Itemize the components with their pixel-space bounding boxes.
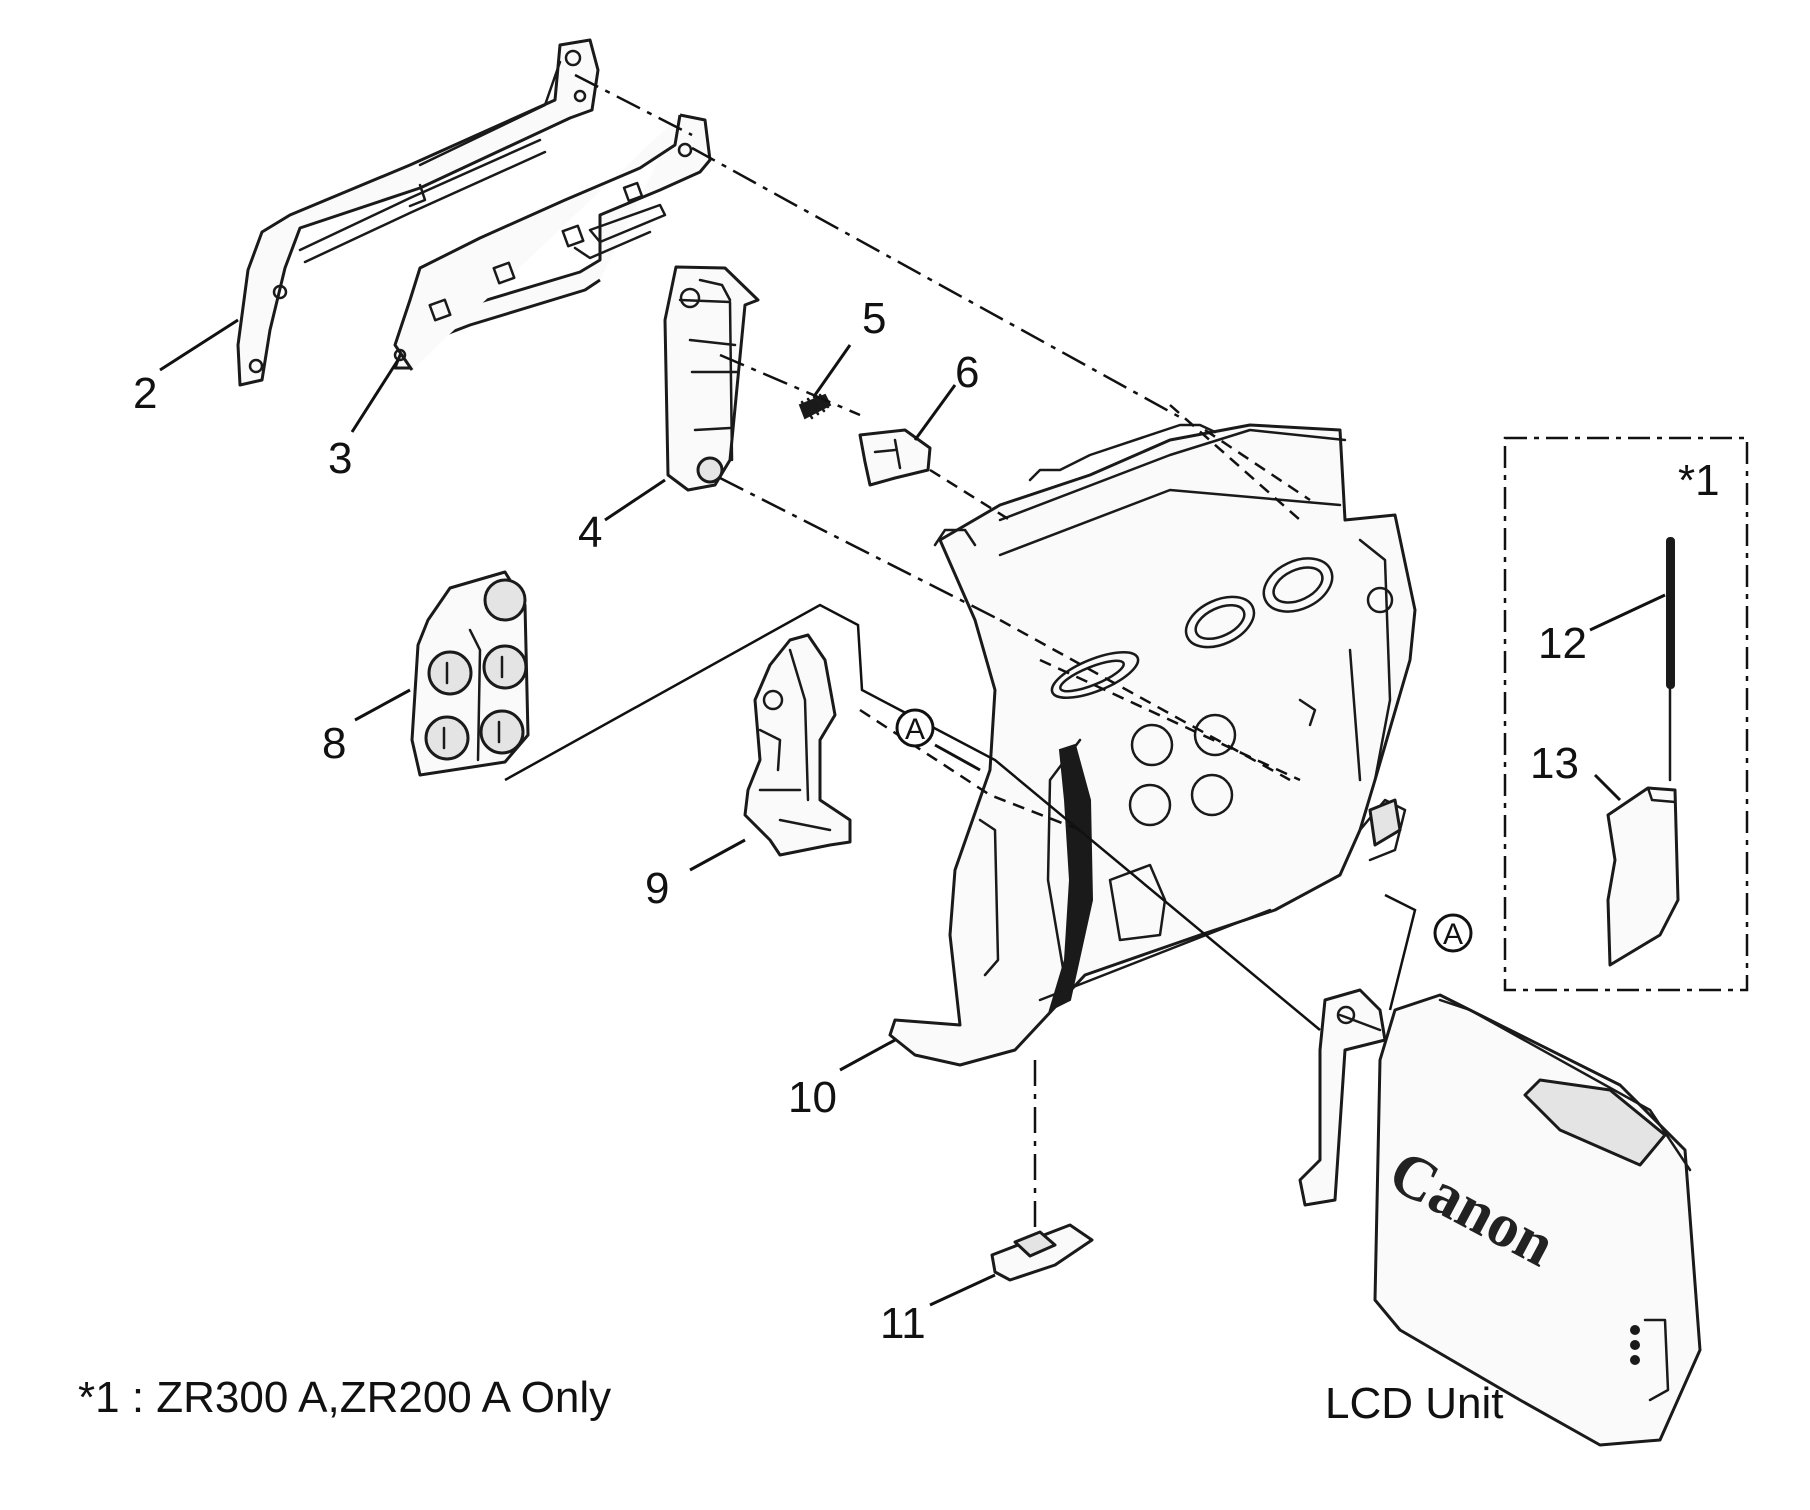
lcd-unit-label: LCD Unit xyxy=(1325,1379,1504,1428)
part-5-spring xyxy=(798,393,832,420)
part-9-frame xyxy=(743,633,852,857)
part-number-3: 3 xyxy=(328,434,352,483)
callout-a-right: A xyxy=(1433,913,1473,953)
part-number-12: 12 xyxy=(1538,619,1587,668)
callout-a-right-letter: A xyxy=(1443,918,1463,951)
callout-a-left: A xyxy=(895,708,935,748)
part-number-8: 8 xyxy=(322,719,346,768)
lcd-unit: Canon xyxy=(1298,988,1702,1447)
part-number-9: 9 xyxy=(645,864,669,913)
part-number-5: 5 xyxy=(862,294,886,343)
part-number-2: 2 xyxy=(133,369,157,418)
part-12-stylus xyxy=(1666,537,1675,782)
footnote: *1 : ZR300 A,ZR200 A Only xyxy=(78,1373,611,1422)
part-11-slide-knob xyxy=(990,1223,1094,1282)
part-8-button-cluster xyxy=(410,570,530,777)
part-number-10: 10 xyxy=(788,1073,837,1122)
option-box-marker: *1 xyxy=(1678,456,1720,505)
part-number-6: 6 xyxy=(955,348,979,397)
part-10-main-body xyxy=(888,423,1417,1067)
part-number-4: 4 xyxy=(578,508,602,557)
part-number-13: 13 xyxy=(1530,739,1579,788)
part-13-holder-sheet xyxy=(1606,786,1680,967)
part-6-latch xyxy=(858,428,932,487)
part-4-holder xyxy=(663,265,760,492)
option-box-frame xyxy=(1503,436,1749,992)
part-2-bracket xyxy=(236,38,600,387)
leader-lines xyxy=(159,318,1666,1307)
callout-a-left-letter: A xyxy=(905,713,925,746)
part-number-11: 11 xyxy=(880,1299,926,1348)
part-3-switch-board xyxy=(393,113,712,371)
